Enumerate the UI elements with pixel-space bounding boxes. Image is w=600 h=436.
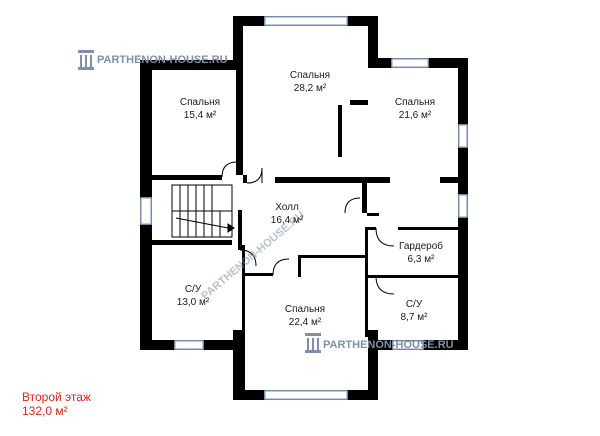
watermark-text-top: PARTHENON-HOUSE.RU: [97, 54, 228, 66]
floor-caption: Второй этаж 132,0 м²: [22, 390, 91, 418]
room-bedroom-2: Спальня 28,2 м²: [290, 70, 330, 94]
watermark-logo-top: [78, 50, 94, 70]
room-bathroom-1: С/У 13,0 м²: [177, 284, 210, 308]
staircase: [171, 184, 235, 238]
room-area: 16,4 м²: [271, 215, 304, 226]
room-area: 22,4 м²: [289, 317, 322, 328]
room-bedroom-3: Спальня 21,6 м²: [395, 97, 435, 121]
room-area: 15,4 м²: [184, 110, 217, 121]
room-bedroom-4: Спальня 22,4 м²: [285, 304, 325, 328]
room-wardrobe: Гардероб 6,3 м²: [399, 240, 443, 265]
room-hall: Холл 16,4 м²: [271, 202, 304, 226]
room-area: 21,6 м²: [399, 110, 432, 121]
room-name: Гардероб: [399, 240, 443, 252]
room-area: 13,0 м²: [177, 297, 210, 308]
room-name: С/У: [406, 299, 423, 310]
room-bathroom-2: С/У 8,7 м²: [401, 299, 429, 323]
room-name: Спальня: [180, 97, 220, 108]
room-name: Холл: [275, 202, 299, 213]
floor-total-area: 132,0 м²: [22, 404, 68, 418]
room-area: 28,2 м²: [294, 83, 327, 94]
room-area: 8,7 м²: [401, 312, 429, 323]
door-swings: [221, 161, 395, 295]
floor-name: Второй этаж: [22, 390, 91, 404]
room-name: Спальня: [290, 70, 330, 81]
room-name: Спальня: [395, 97, 435, 108]
room-bedroom-1: Спальня 15,4 м²: [180, 97, 220, 121]
room-area: 6,3 м²: [408, 254, 436, 265]
room-name: Спальня: [285, 304, 325, 315]
watermark-logo-bottom: [305, 333, 321, 353]
room-name: С/У: [185, 284, 202, 295]
windows: [140, 16, 468, 400]
watermark-text-bottom: PARTHENON-HOUSE.RU: [323, 339, 454, 351]
